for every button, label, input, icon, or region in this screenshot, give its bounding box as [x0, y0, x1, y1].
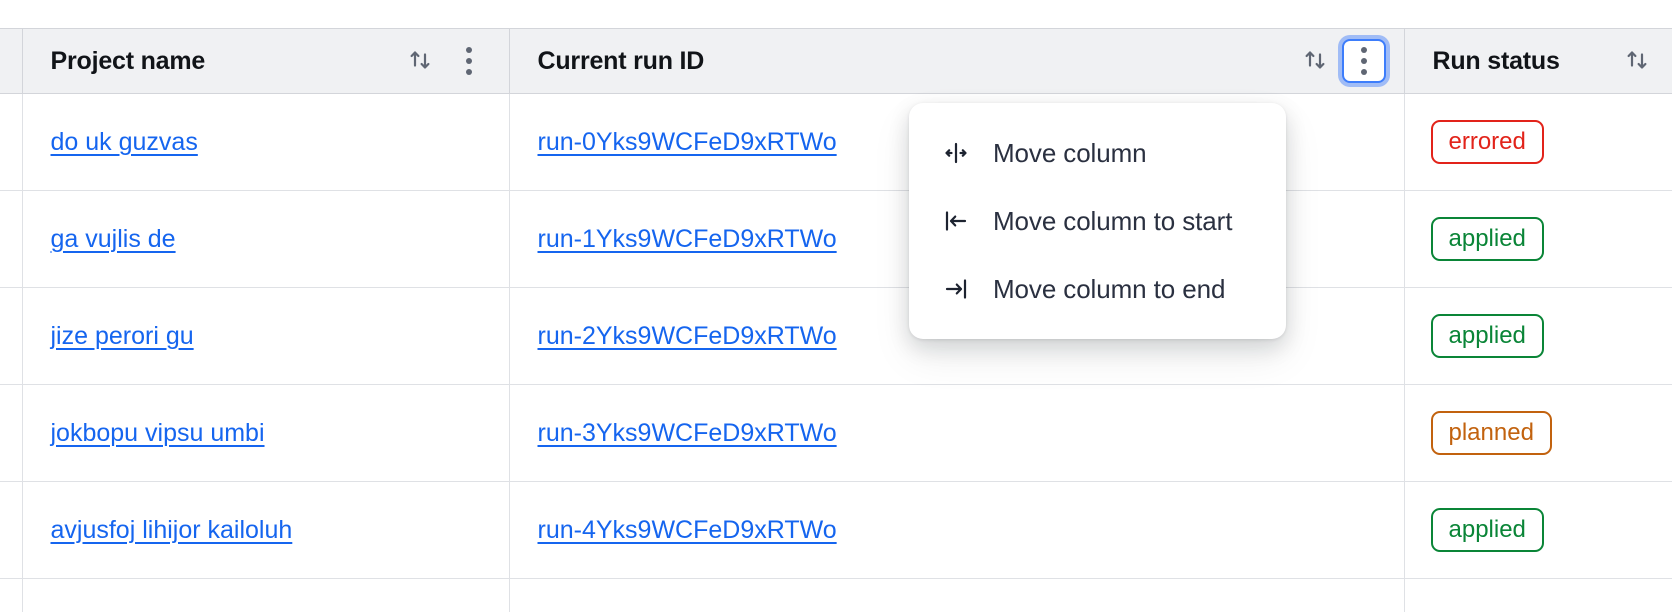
cell-project-name: ga vujlis de	[22, 190, 510, 288]
sort-button-project-name[interactable]	[403, 44, 437, 78]
column-menu-button-current-run-id[interactable]	[1341, 39, 1386, 83]
status-badge: applied	[1430, 217, 1544, 261]
run-id-link[interactable]: run-4Yks9WCFeD9xRTWo	[537, 515, 837, 544]
column-context-menu: Move column Move column to start Move co…	[909, 103, 1286, 339]
status-badge: applied	[1430, 314, 1544, 358]
cell-current-run-id	[509, 578, 1405, 612]
column-header-current-run-id[interactable]: Current run ID	[509, 28, 1405, 94]
menu-item-move-column-label: Move column	[993, 137, 1147, 168]
menu-item-move-column[interactable]: Move column	[909, 119, 1286, 187]
table-row: jize perori gu run-2Yks9WCFeD9xRTWo applie…	[0, 287, 1672, 385]
table-header: Project name	[0, 28, 1672, 94]
table-row: avjusfoj lihijor kailoluh run-4Yks9WCFeD9…	[0, 481, 1672, 579]
column-header-run-status[interactable]: Run status	[1404, 28, 1672, 94]
project-name-link[interactable]: do uk guzvas	[50, 127, 198, 156]
cell-run-status: applied	[1404, 481, 1672, 579]
menu-item-move-column-to-end[interactable]: Move column to end	[909, 255, 1286, 323]
project-name-link[interactable]: ga vujlis de	[50, 224, 176, 253]
run-id-link[interactable]: run-0Yks9WCFeD9xRTWo	[537, 127, 837, 156]
menu-item-move-column-to-end-label: Move column to end	[993, 273, 1226, 304]
cell-project-name: do uk guzvas	[22, 93, 510, 191]
column-header-run-status-label: Run status	[1432, 46, 1560, 75]
cell-project-name	[22, 578, 510, 612]
menu-item-move-column-to-start-label: Move column to start	[993, 205, 1233, 236]
move-column-to-end-icon	[941, 274, 971, 304]
row-gutter-cell	[0, 93, 23, 191]
projects-table: Project name	[0, 28, 1672, 612]
row-gutter-cell	[0, 481, 23, 579]
row-gutter-cell	[0, 384, 23, 482]
column-menu-button-project-name[interactable]	[447, 39, 491, 83]
cell-project-name: avjusfoj lihijor kailoluh	[22, 481, 510, 579]
column-header-current-run-id-label: Current run ID	[537, 46, 705, 75]
project-name-link[interactable]: avjusfoj lihijor kailoluh	[50, 515, 293, 544]
sort-arrows-icon	[1300, 45, 1330, 78]
move-column-to-start-icon	[941, 206, 971, 236]
table-row: do uk guzvas run-0Yks9WCFeD9xRTWo errored	[0, 93, 1672, 191]
run-id-link[interactable]: run-3Yks9WCFeD9xRTWo	[537, 418, 837, 447]
table-row	[0, 578, 1672, 612]
cell-run-status: applied	[1404, 287, 1672, 385]
row-gutter-cell	[0, 190, 23, 288]
sort-button-current-run-id[interactable]	[1298, 44, 1332, 78]
project-name-link[interactable]: jize perori gu	[50, 321, 194, 350]
run-id-link[interactable]: run-1Yks9WCFeD9xRTWo	[537, 224, 837, 253]
kebab-menu-icon	[465, 47, 472, 75]
menu-item-move-column-to-start[interactable]: Move column to start	[909, 187, 1286, 255]
move-column-icon	[941, 138, 971, 168]
sort-arrows-icon	[405, 45, 435, 78]
run-id-link[interactable]: run-2Yks9WCFeD9xRTWo	[537, 321, 837, 350]
cell-current-run-id: run-4Yks9WCFeD9xRTWo	[509, 481, 1405, 579]
row-gutter-cell	[0, 578, 23, 612]
table-header-row: Project name	[0, 28, 1672, 94]
status-badge: applied	[1430, 508, 1544, 552]
cell-project-name: jokbopu vipsu umbi	[22, 384, 510, 482]
cell-run-status	[1404, 578, 1672, 612]
sort-button-run-status[interactable]	[1620, 44, 1654, 78]
column-header-project-name-label: Project name	[50, 46, 206, 75]
project-name-link[interactable]: jokbopu vipsu umbi	[50, 418, 265, 447]
table-row: jokbopu vipsu umbi run-3Yks9WCFeD9xRTWo pl…	[0, 384, 1672, 482]
status-badge: errored	[1430, 120, 1544, 164]
cell-project-name: jize perori gu	[22, 287, 510, 385]
status-badge: planned	[1430, 411, 1552, 455]
cell-current-run-id: run-3Yks9WCFeD9xRTWo	[509, 384, 1405, 482]
sort-arrows-icon	[1622, 45, 1652, 78]
row-gutter-cell	[0, 287, 23, 385]
cell-run-status: applied	[1404, 190, 1672, 288]
header-gutter	[0, 28, 23, 94]
table-row: ga vujlis de run-1Yks9WCFeD9xRTWo applied	[0, 190, 1672, 288]
cell-run-status: planned	[1404, 384, 1672, 482]
projects-table-container: Project name	[0, 28, 1672, 612]
table-body: do uk guzvas run-0Yks9WCFeD9xRTWo errored g…	[0, 93, 1672, 612]
cell-run-status: errored	[1404, 93, 1672, 191]
kebab-menu-icon	[1360, 47, 1367, 75]
column-header-project-name[interactable]: Project name	[22, 28, 510, 94]
